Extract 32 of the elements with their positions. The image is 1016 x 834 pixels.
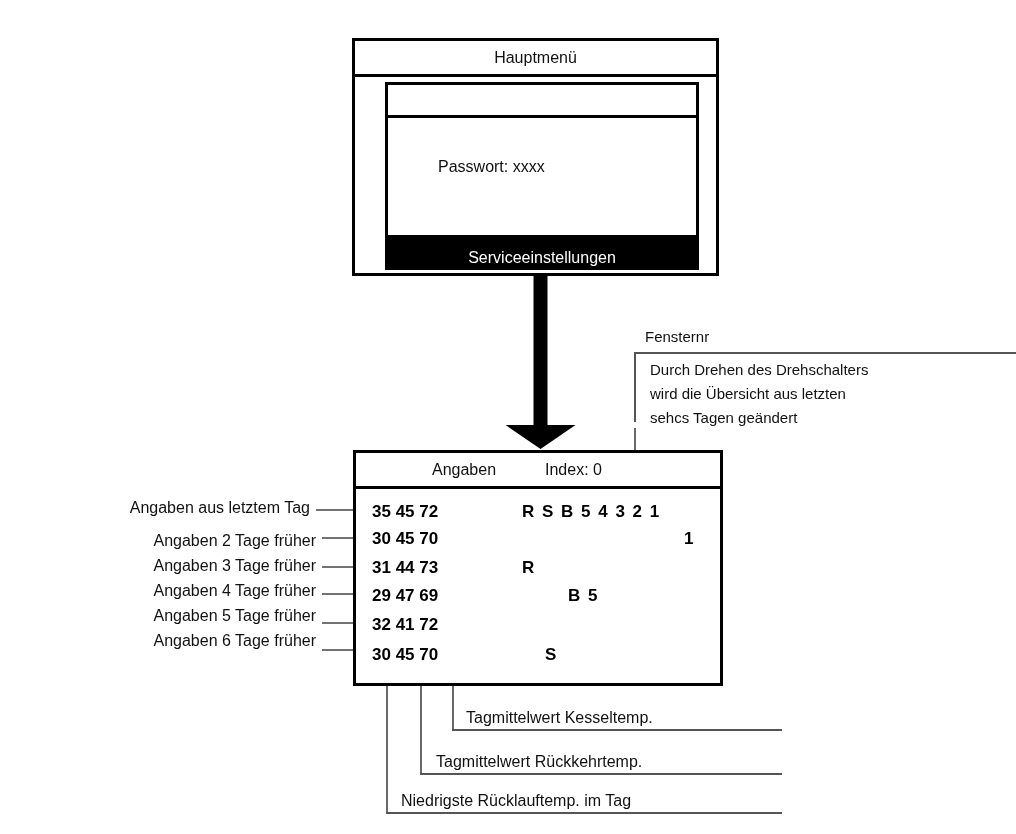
callout-label: Angaben 3 Tage früher: [90, 557, 316, 577]
status-letters: R S B 5 4 3 2 1: [522, 502, 660, 522]
callout-label: Angaben 5 Tage früher: [90, 607, 316, 627]
screen-title: Angaben: [432, 461, 497, 479]
password-field-label: Passwort: xxxx: [438, 158, 545, 176]
arrow: [505, 276, 576, 449]
status-letters: S: [545, 645, 557, 665]
callout-label: Niedrigste Rücklauftemp. im Tag: [401, 792, 632, 810]
data-values: 30 45 70: [372, 645, 439, 665]
data-values: 35 45 72: [372, 502, 439, 522]
callout-text: Durch Drehen des Drehschalters wird die Übersicht aus letzten sehcs Tagen geändert: [650, 360, 870, 428]
dialog-box: [385, 82, 699, 270]
callout-title: Fensternr: [645, 328, 710, 346]
status-letters: B 5: [568, 586, 598, 606]
index-label: Index: 0: [545, 461, 602, 479]
data-values: 29 47 69: [372, 586, 439, 606]
screen-window: [352, 38, 719, 276]
callout-label: Angaben aus letztem Tag: [60, 499, 310, 519]
screen-window: [353, 450, 723, 686]
callout-label: Angaben 6 Tage früher: [90, 632, 316, 652]
data-values: 30 45 70: [372, 529, 439, 549]
status-letters: 1: [684, 529, 694, 549]
callout-label: Tagmittelwert Rückkehrtemp.: [436, 753, 643, 771]
screen-title: Hauptmenü: [493, 49, 578, 67]
data-values: 32 41 72: [372, 615, 439, 635]
callout-label: Tagmittelwert Kesseltemp.: [466, 709, 653, 727]
status-letters: R: [522, 558, 535, 578]
data-values: 31 44 73: [372, 558, 439, 578]
leader-line: [634, 427, 636, 451]
callout-label: Angaben 4 Tage früher: [90, 582, 316, 602]
callout-label: Angaben 2 Tage früher: [90, 532, 316, 552]
menu-bar: Serviceeinstellungen: [385, 235, 699, 270]
